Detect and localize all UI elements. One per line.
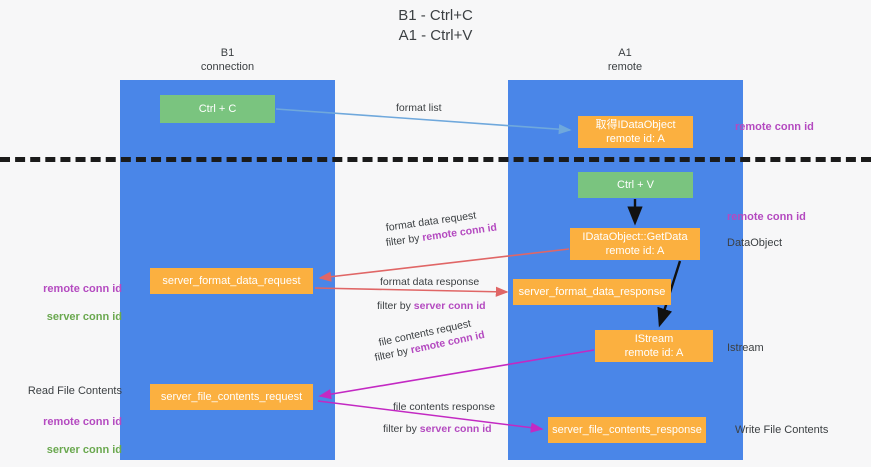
swimlane-title-b1: B1 connection bbox=[200, 47, 255, 73]
filter-prefix: filter by bbox=[383, 423, 420, 435]
node-server-format-data-request[interactable]: server_format_data_request bbox=[150, 268, 313, 294]
annotation-read-file-contents: Read File Contents bbox=[27, 385, 122, 397]
node-server-file-contents-request[interactable]: server_file_contents_request bbox=[150, 384, 313, 410]
edge-label-format-data-response-filter: filter by server conn id bbox=[377, 299, 486, 314]
annotation-dataobject: DataObject bbox=[727, 237, 783, 249]
node-server-format-data-response[interactable]: server_format_data_response bbox=[513, 279, 671, 305]
annotation-remote-conn-id: remote conn id bbox=[43, 416, 122, 428]
phase-separator bbox=[0, 157, 871, 162]
filter-prefix: filter by bbox=[385, 231, 424, 249]
node-ctrl-v[interactable]: Ctrl + V bbox=[578, 172, 693, 198]
annotation-istream: Istream bbox=[727, 342, 764, 354]
node-idataobject[interactable]: 取得IDataObject remote id: A bbox=[578, 116, 693, 148]
annotation-remote-conn-id: remote conn id bbox=[43, 283, 122, 295]
filter-key-server-conn-id: server conn id bbox=[419, 423, 492, 435]
annotation-server-conn-id: server conn id bbox=[46, 311, 122, 323]
filter-key-server-conn-id: server conn id bbox=[413, 300, 486, 312]
edge-label-format-list: format list bbox=[396, 102, 442, 114]
annotation-left-conn-ids-bottom: remote conn id server conn id bbox=[22, 401, 122, 457]
annotation-remote-conn-id-top: remote conn id bbox=[735, 121, 814, 133]
edge-label-file-contents-response-filter: filter by server conn id bbox=[383, 422, 492, 437]
edge-label-file-contents-response: file contents response bbox=[393, 401, 496, 413]
swimlane-title-a1: A1 remote bbox=[607, 47, 643, 73]
node-ctrl-c[interactable]: Ctrl + C bbox=[160, 95, 275, 123]
filter-prefix: filter by bbox=[377, 300, 414, 312]
node-istream[interactable]: IStream remote id: A bbox=[595, 330, 713, 362]
annotation-left-conn-ids-mid: remote conn id server conn id bbox=[22, 268, 122, 324]
node-server-file-contents-response[interactable]: server_file_contents_response bbox=[548, 417, 706, 443]
annotation-write-file-contents: Write File Contents bbox=[735, 424, 829, 436]
node-idataobject-getdata[interactable]: IDataObject::GetData remote id: A bbox=[570, 228, 700, 260]
annotation-server-conn-id: server conn id bbox=[46, 444, 122, 456]
edge-label-format-data-response: format data response bbox=[380, 276, 480, 288]
annotation-remote-conn-id-mid: remote conn id bbox=[727, 211, 806, 223]
diagram-title: B1 - Ctrl+C A1 - Ctrl+V bbox=[398, 7, 473, 44]
